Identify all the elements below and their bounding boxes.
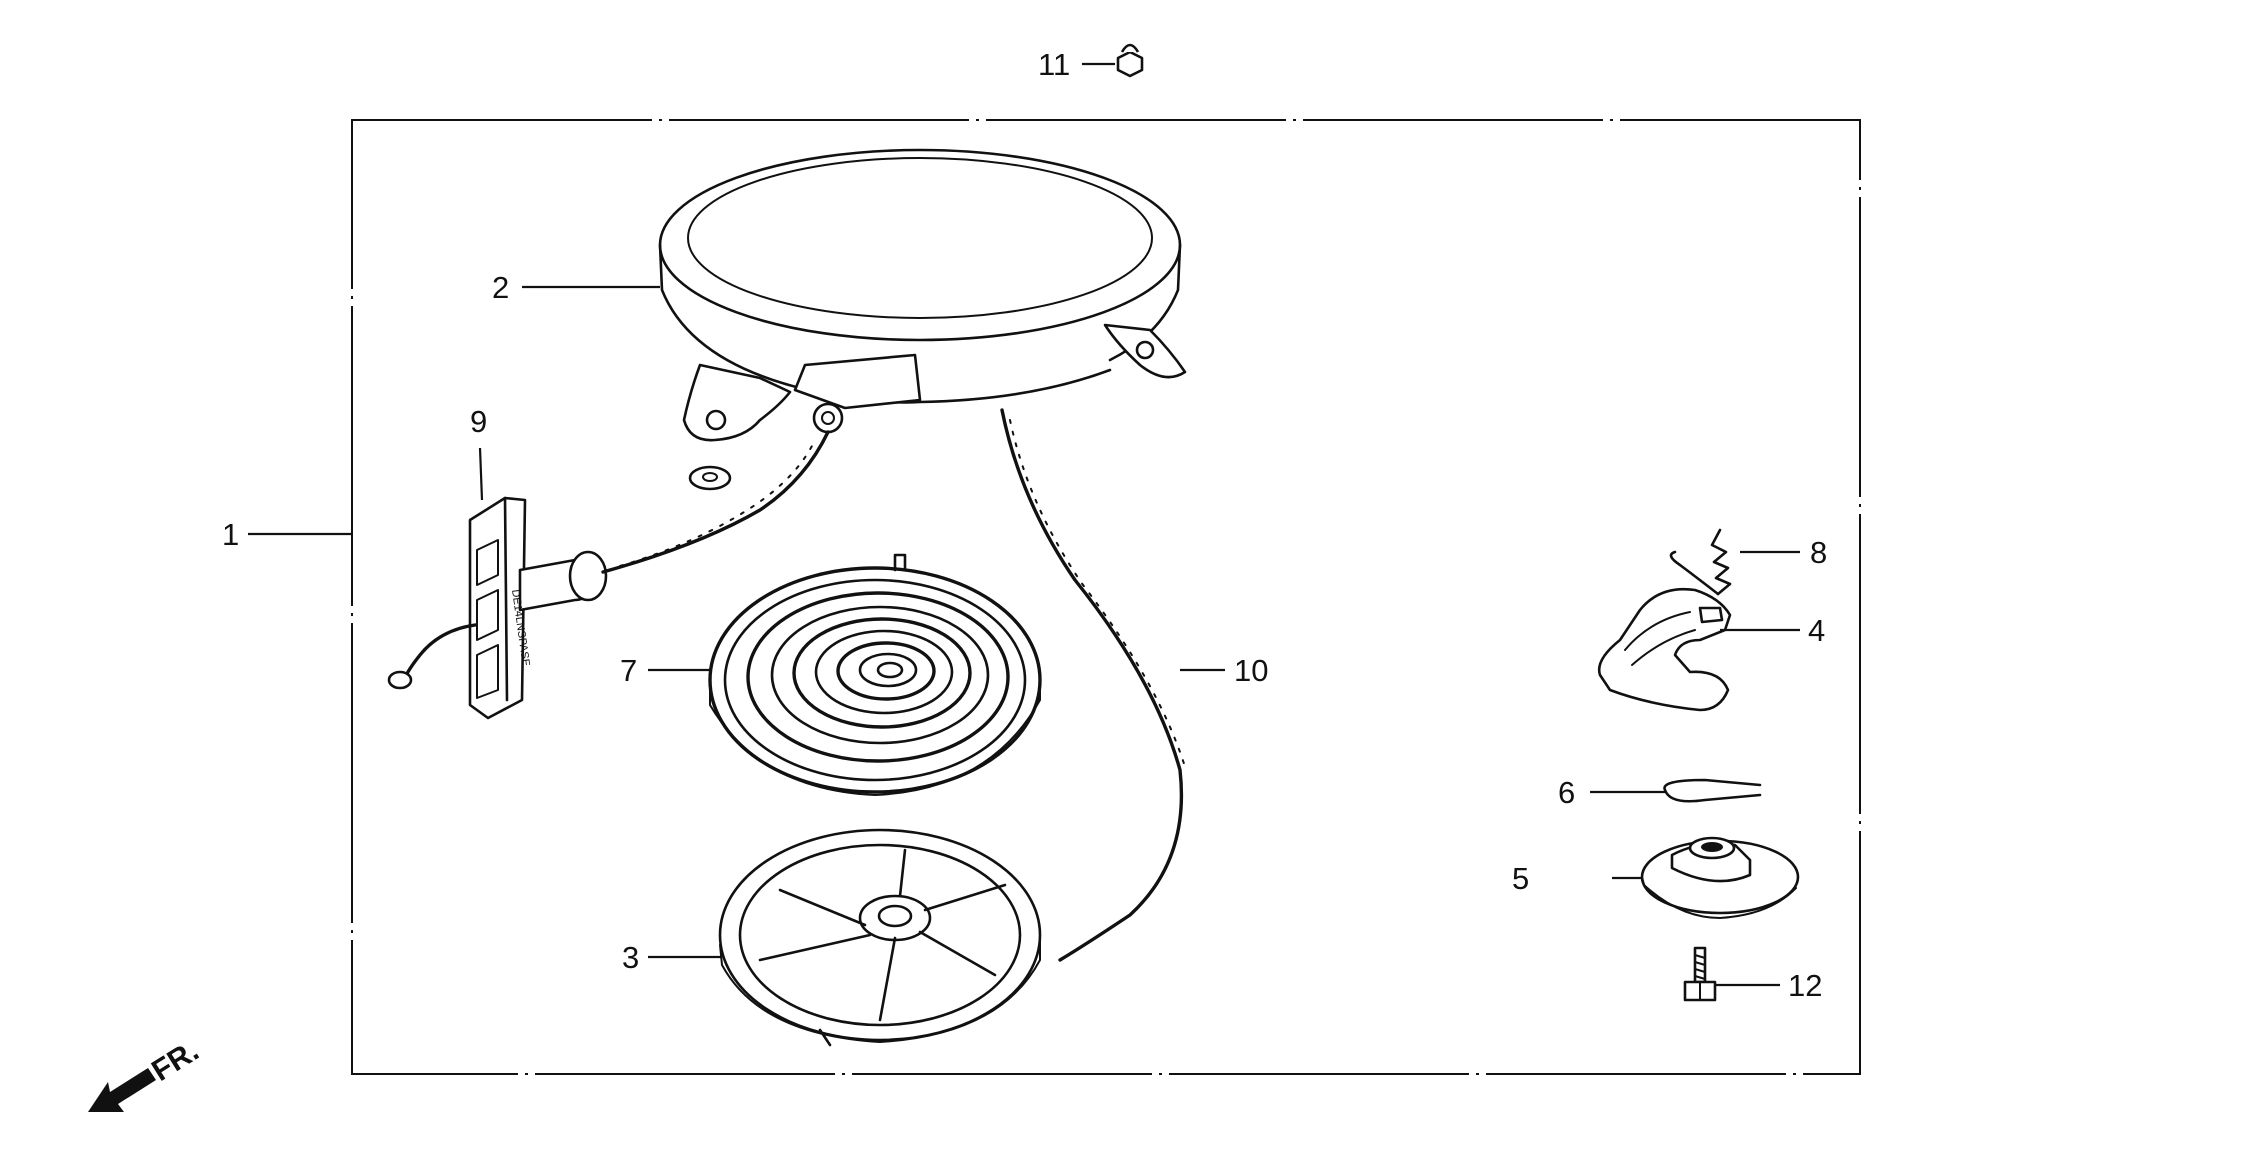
rope-knot: [387, 670, 413, 690]
starter-housing: [658, 148, 1187, 442]
ratchet-spring: [1669, 528, 1732, 596]
assembly-frame: [351, 119, 1861, 1075]
ratchet: [1597, 587, 1732, 712]
callout-8: 8: [1810, 535, 1827, 570]
front-direction-arrow-icon: [88, 1068, 156, 1112]
friction-plate: [1640, 836, 1800, 919]
callout-2: 2: [492, 270, 509, 305]
setting-bolt: [1683, 946, 1717, 1002]
callout-3: 3: [622, 940, 639, 975]
rope-upper: [601, 430, 830, 574]
recoil-spring: [708, 553, 1042, 796]
starter-reel: [718, 828, 1042, 1047]
callout-7: 7: [620, 653, 637, 688]
callout-1: 1: [222, 517, 239, 552]
starter-grip: DE14LNSPASE: [468, 496, 608, 720]
cap-nut: [1116, 43, 1144, 78]
washer: [688, 465, 732, 491]
callout-9: 9: [470, 404, 487, 439]
starter-rope: [1000, 408, 1184, 962]
callout-11: 11: [1038, 47, 1070, 82]
callout-12: 12: [1788, 968, 1822, 1003]
callout-10: 10: [1234, 653, 1268, 688]
callout-5: 5: [1512, 861, 1529, 896]
friction-spring: [1663, 778, 1762, 803]
callout-leaders: [248, 62, 1800, 987]
callout-6: 6: [1558, 775, 1575, 810]
callout-4: 4: [1808, 613, 1825, 648]
